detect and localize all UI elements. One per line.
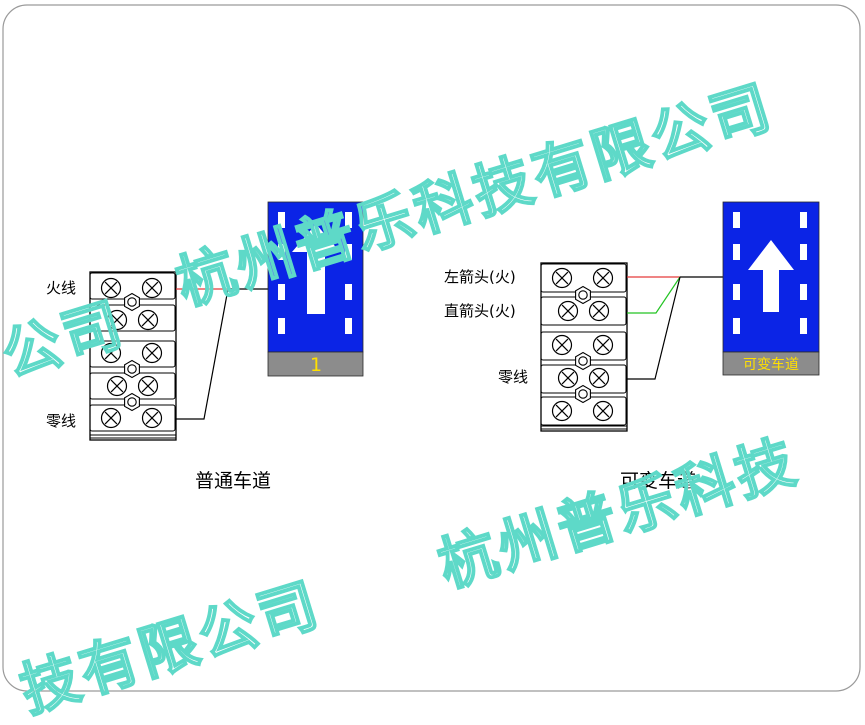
screw-terminal-icon [557,300,579,322]
screw-terminal-icon [100,407,122,429]
right-neutral-label: 零线 [498,368,529,386]
left-lane-sign: 1 [267,201,364,377]
wiring-diagram: 1 可变车道 [2,4,861,692]
hex-nut-icon [575,285,591,305]
right-straight-arrow-label: 直箭头(火) [444,302,516,320]
screw-terminal-icon [100,342,122,364]
screw-terminal-icon [592,334,614,356]
screw-terminal-icon [588,300,610,322]
diagram-canvas: 1 可变车道 火线 零线 左箭头(火) 直箭头(火) [0,4,861,725]
left-neutral-label: 零线 [46,412,77,430]
screw-terminal-icon [137,375,159,397]
right-straight-arrow-icon [748,240,794,312]
right-screw-terminals [551,267,614,422]
screw-terminal-icon [141,407,163,429]
hex-nut-icon [124,359,140,379]
hex-nut-icon [575,351,591,371]
right-variable-plate [722,351,820,376]
left-neutral-wire [176,288,229,420]
left-straight-arrow-icon [292,224,340,314]
screw-terminal-icon [137,309,159,331]
right-caption: 可变车道 [620,470,697,492]
right-straight-arrow-wire [627,276,681,314]
hex-nut-icon [124,392,140,412]
screw-terminal-icon [141,277,163,299]
hex-nut-icon [575,384,591,404]
right-neutral-wire [627,276,681,380]
screw-terminal-icon [557,367,579,389]
screw-terminal-icon [106,375,128,397]
hex-nut-icon [124,292,140,312]
screw-terminal-icon [551,334,573,356]
left-caption: 普通车道 [195,470,272,492]
screw-terminal-icon [141,342,163,364]
left-sign-number: 1 [310,354,322,376]
screw-terminal-icon [588,367,610,389]
right-sign-text: 可变车道 [743,356,799,373]
screw-terminal-icon [592,267,614,289]
screw-terminal-icon [551,267,573,289]
left-screw-terminals [100,277,163,429]
left-number-plate [267,351,364,377]
screw-terminal-icon [592,400,614,422]
right-lane-sign: 可变车道 [722,201,820,376]
right-left-arrow-label: 左箭头(火) [444,268,516,286]
right-lane-dashes [733,212,807,334]
slide-frame [2,4,861,692]
screw-terminal-icon [551,400,573,422]
left-live-label: 火线 [46,279,77,297]
left-lane-dashes [278,212,352,334]
screw-terminal-icon [100,277,122,299]
screw-terminal-icon [106,309,128,331]
